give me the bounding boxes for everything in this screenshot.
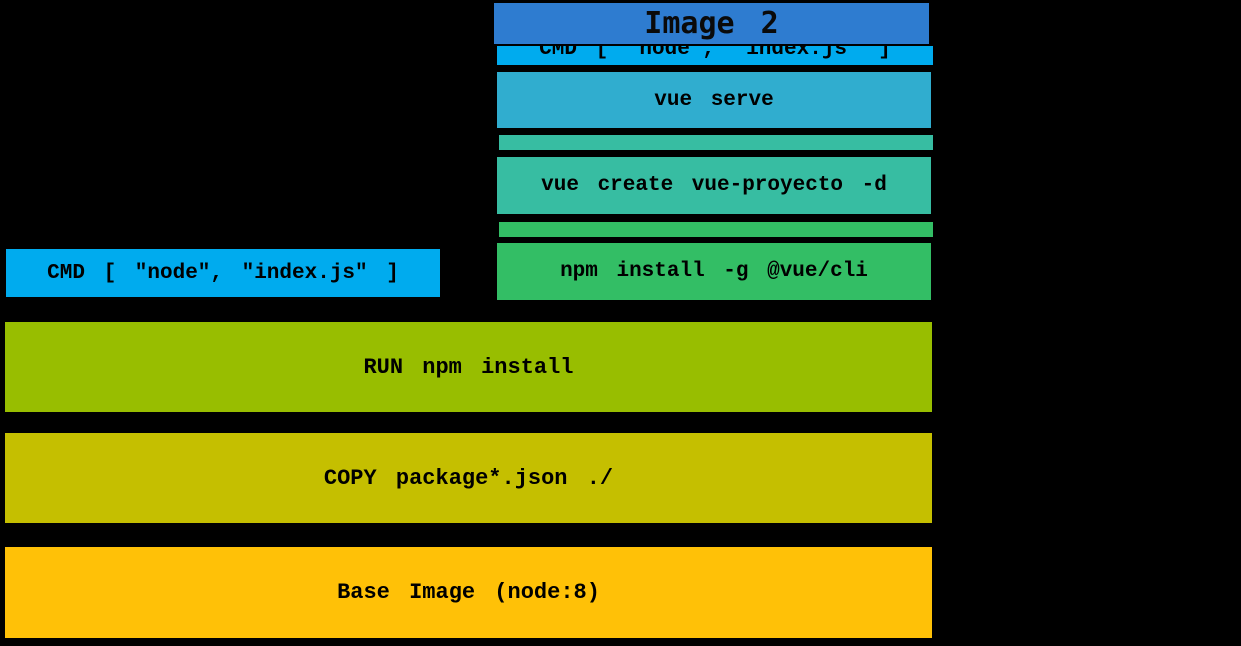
layer-run-npm-install-label: RUN npm install <box>363 354 574 380</box>
layer-cmd-hidden: CMD [ "node", "index.js" ] <box>497 46 933 65</box>
layer-strip-green <box>499 222 933 237</box>
layer-vue-serve: vue serve <box>497 72 931 128</box>
layer-copy-package-label: COPY package*.json ./ <box>323 465 614 491</box>
layer-vue-serve-label: vue serve <box>654 88 774 112</box>
layer-strip-teal <box>499 135 933 150</box>
image-title-label: Image 2 <box>644 6 779 41</box>
layer-vue-create-label: vue create vue-proyecto -d <box>541 174 887 197</box>
layer-base-image: Base Image (node:8) <box>5 547 932 638</box>
layer-run-npm-install: RUN npm install <box>5 322 932 412</box>
layer-copy-package: COPY package*.json ./ <box>5 433 932 523</box>
layer-vue-create: vue create vue-proyecto -d <box>497 157 931 214</box>
layer-npm-install-cli-label: npm install -g @vue/cli <box>560 260 868 283</box>
layer-cmd-side-label: CMD [ "node", "index.js" ] <box>47 261 399 285</box>
layer-cmd-side: CMD [ "node", "index.js" ] <box>6 249 440 297</box>
layer-base-image-label: Base Image (node:8) <box>337 580 600 605</box>
layer-npm-install-cli: npm install -g @vue/cli <box>497 243 931 300</box>
image-title-bar: Image 2 <box>494 3 929 44</box>
layer-cmd-hidden-label: CMD [ "node", "index.js" ] <box>539 46 891 61</box>
